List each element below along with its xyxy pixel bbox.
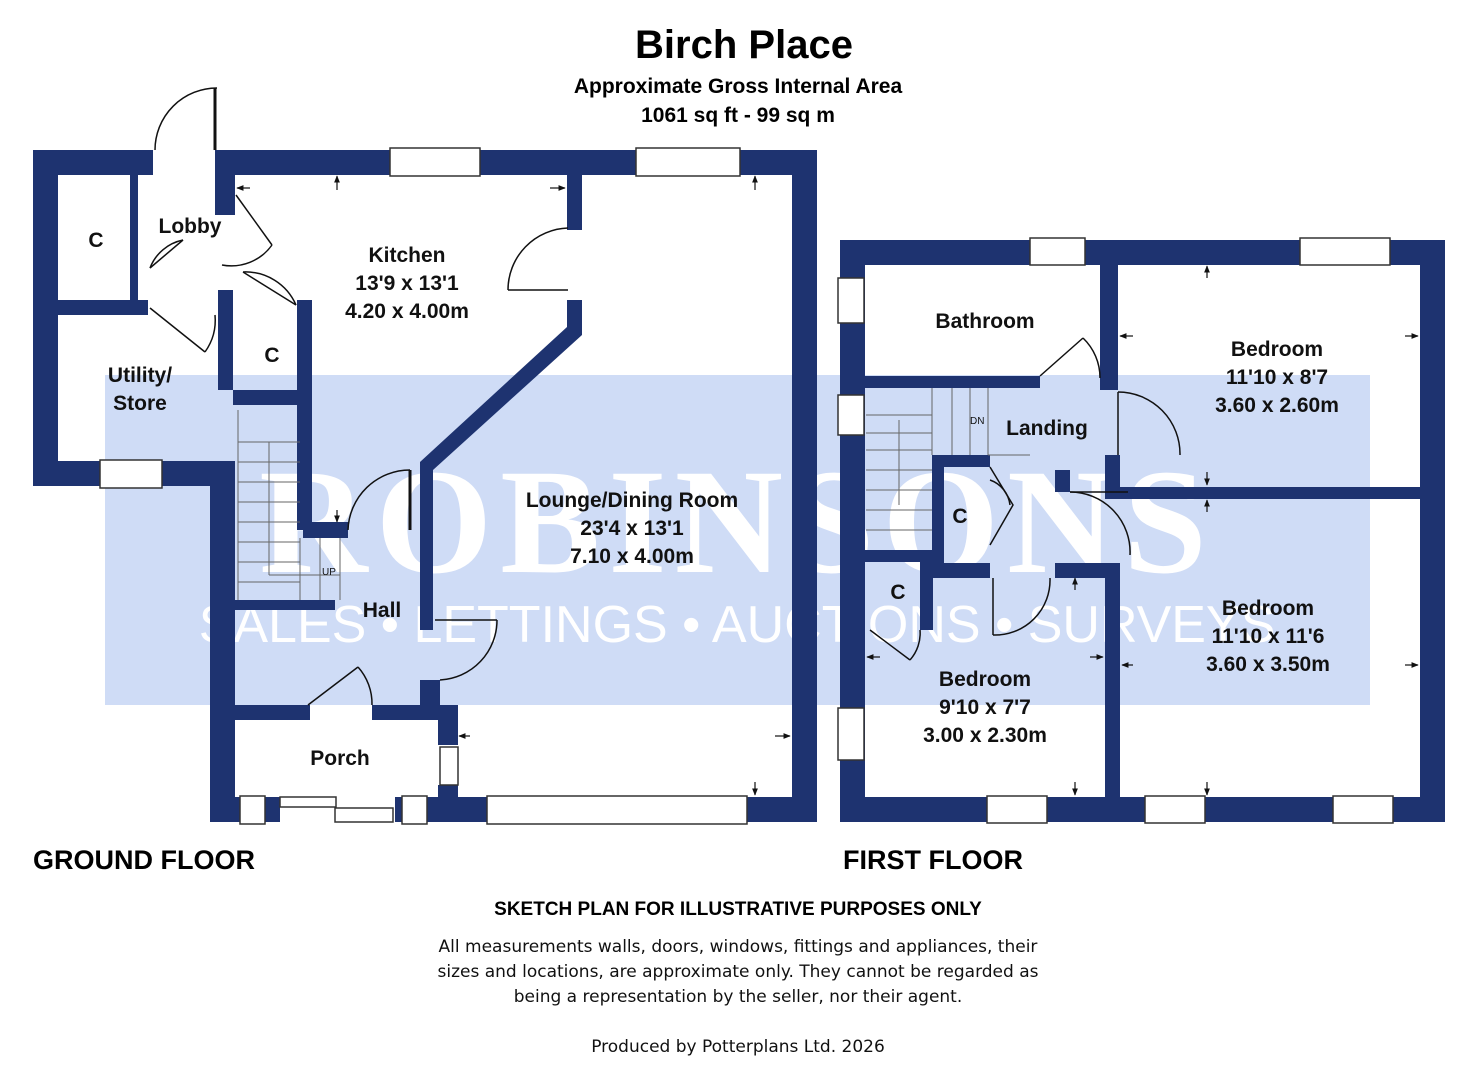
ground-floor-windows <box>99 147 748 825</box>
first-cupboard-1: C <box>952 505 967 528</box>
bedroom-3-metric: 3.00 x 2.30m <box>923 724 1047 747</box>
utility-name-line1: Utility/ <box>108 364 172 387</box>
bedroom-1-name: Bedroom <box>1231 338 1323 361</box>
watermark-band <box>105 375 1370 705</box>
disclaimer-line-1: All measurements walls, doors, windows, … <box>439 937 1038 957</box>
producer-credit: Produced by Potterplans Ltd. 2026 <box>591 1037 885 1057</box>
bathroom-name: Bathroom <box>935 310 1034 333</box>
bedroom-2-imperial: 11'10 x 11'6 <box>1212 625 1325 648</box>
ground-cupboard-2: C <box>264 344 279 367</box>
lobby-name: Lobby <box>159 215 222 238</box>
watermark: ROBINSONS SALES • LETTINGS • AUCTIONS • … <box>105 375 1370 705</box>
utility-name-line2: Store <box>113 392 167 415</box>
watermark-brand: ROBINSONS <box>259 439 1215 605</box>
first-floor-stairs <box>866 388 1030 531</box>
ground-cupboard-1: C <box>88 229 103 252</box>
first-floor-room-labels: Bathroom Landing Bedroom 11'10 x 8'7 3.6… <box>890 310 1338 747</box>
plan-area: 1061 sq ft - 99 sq m <box>641 104 835 127</box>
ground-floor-dimension-arrows <box>236 175 791 796</box>
landing-name: Landing <box>1006 417 1088 440</box>
plan-title: Birch Place <box>635 23 853 67</box>
porch-door-frame <box>334 807 394 823</box>
lounge-metric: 7.10 x 4.00m <box>570 545 694 568</box>
lounge-name: Lounge/Dining Room <box>526 489 738 512</box>
ground-floor-room-labels: Kitchen 13'9 x 13'1 4.20 x 4.00m Lounge/… <box>88 215 738 770</box>
porch-side-frame <box>279 796 337 808</box>
kitchen-imperial: 13'9 x 13'1 <box>355 272 459 295</box>
hall-name: Hall <box>363 599 402 622</box>
disclaimer: SKETCH PLAN FOR ILLUSTRATIVE PURPOSES ON… <box>438 899 1039 1057</box>
bedroom-2-name: Bedroom <box>1222 597 1314 620</box>
bedroom-3-imperial: 9'10 x 7'7 <box>939 696 1031 719</box>
bedroom-1-metric: 3.60 x 2.60m <box>1215 394 1339 417</box>
first-floor-dimension-arrows <box>866 265 1419 796</box>
ground-floor-label: GROUND FLOOR <box>33 845 255 875</box>
ground-stairs-label: UP <box>322 567 336 578</box>
ground-floor-stairs <box>237 410 341 600</box>
kitchen-name: Kitchen <box>368 244 445 267</box>
porch-name: Porch <box>310 747 370 770</box>
watermark-services: SALES • LETTINGS • AUCTIONS • SURVEYS <box>199 596 1276 654</box>
lounge-imperial: 23'4 x 13'1 <box>580 517 684 540</box>
ground-floor-doors <box>149 87 569 706</box>
first-stairs-label: DN <box>970 416 984 427</box>
disclaimer-heading: SKETCH PLAN FOR ILLUSTRATIVE PURPOSES ON… <box>494 899 982 920</box>
disclaimer-line-3: being a representation by the seller, no… <box>514 987 963 1007</box>
bedroom-3-name: Bedroom <box>939 668 1031 691</box>
bedroom-1-imperial: 11'10 x 8'7 <box>1226 366 1328 389</box>
kitchen-metric: 4.20 x 4.00m <box>345 300 469 323</box>
bedroom-2-metric: 3.60 x 3.50m <box>1206 653 1330 676</box>
disclaimer-line-2: sizes and locations, are approximate onl… <box>438 962 1039 982</box>
first-floor-doors <box>869 337 1181 661</box>
first-floor-label: FIRST FLOOR <box>843 845 1023 875</box>
first-floor-windows <box>837 237 1394 824</box>
plan-subtitle: Approximate Gross Internal Area <box>574 75 903 98</box>
first-cupboard-2: C <box>890 581 905 604</box>
